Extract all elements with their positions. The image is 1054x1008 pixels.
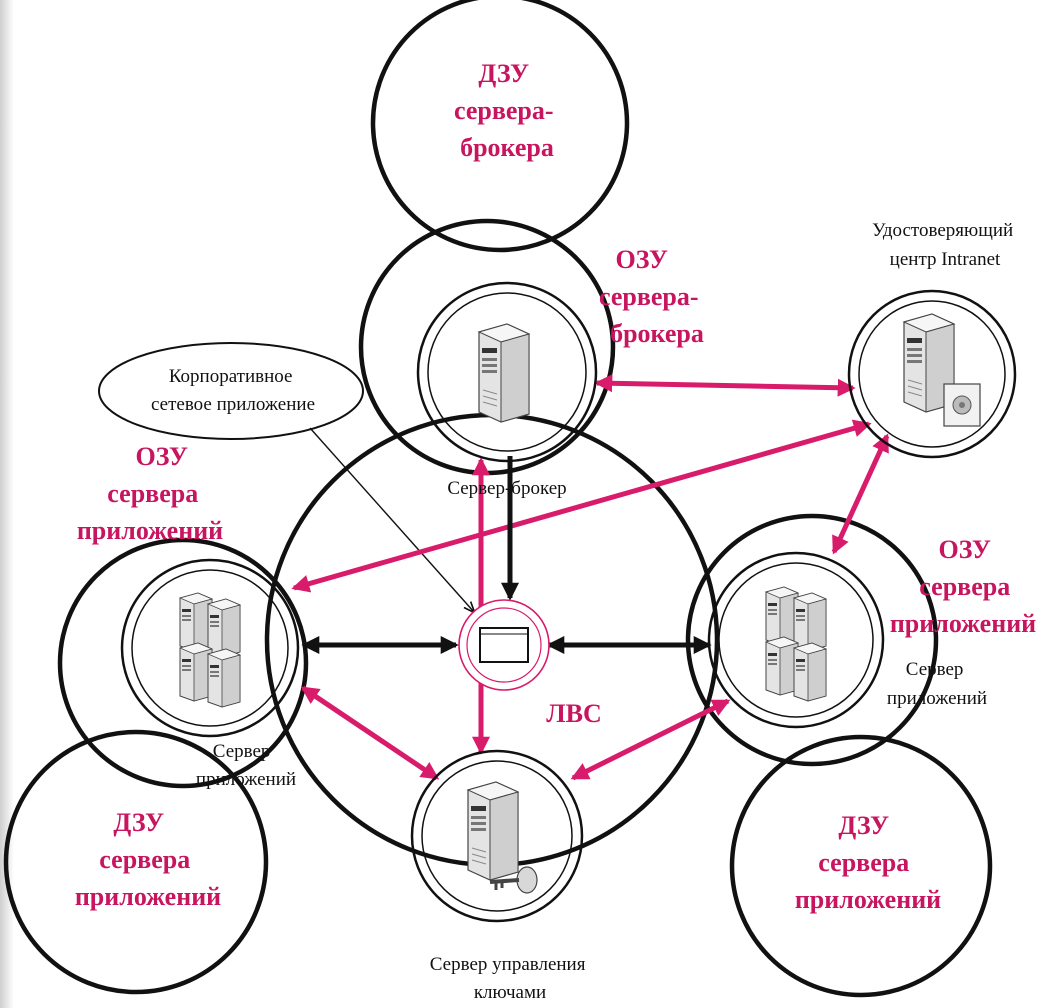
broker-server-node (416, 281, 598, 463)
dzu-app-right-label: ДЗУ сервера приложений (795, 811, 941, 914)
link-broker-ca (594, 374, 856, 397)
server-tower-icon (467, 781, 519, 881)
dzu-broker-ring (370, 0, 630, 253)
broker-server-label: Сервер-брокер (447, 478, 566, 499)
dzu-app-left-label: ДЗУ сервера приложений (75, 808, 221, 911)
link-ca-app-right (831, 433, 890, 555)
page-edge-shadow (0, 0, 14, 1008)
corporate-app-node (458, 599, 550, 691)
server-cluster-icon (766, 587, 826, 701)
link-app-left-keyserver (300, 685, 440, 781)
ozu-app-right-label: ОЗУ сервера приложений (890, 535, 1036, 638)
lan-label: ЛВС (546, 699, 602, 728)
key-icon (489, 866, 538, 894)
corp-app-pointer (309, 427, 474, 612)
ozu-app-left-label: ОЗУ сервера приложений (77, 442, 223, 545)
server-tower-icon (478, 323, 530, 423)
certificate-icon (943, 383, 981, 427)
server-cluster-icon (180, 593, 240, 707)
app-server-right-node (707, 551, 885, 729)
key-server-label: Сервер управления ключами (430, 954, 590, 1003)
link-ca-app-left (291, 419, 872, 593)
corp-app-bubble (98, 342, 364, 440)
ozu-broker-label: ОЗУ сервера- брокера (599, 245, 705, 348)
link-app-right-keyserver (570, 698, 731, 781)
certificate-authority-node (847, 289, 1017, 459)
key-management-server-node (410, 749, 584, 923)
dzu-broker-label: ДЗУ сервера- брокера (454, 59, 560, 162)
corp-app-label: Корпоративное сетевое приложение (151, 366, 315, 415)
dzu-app-right-ring (729, 734, 993, 998)
dzu-app-left-ring (3, 729, 269, 995)
app-server-right-label: Сервер приложений (887, 659, 987, 709)
app-server-left-node (120, 558, 300, 738)
ca-label: Удостоверяющий центр Intranet (872, 220, 1018, 270)
ozu-app-left-ring (57, 537, 309, 789)
window-icon (479, 627, 529, 663)
app-server-left-label: Сервер приложений (196, 741, 296, 790)
